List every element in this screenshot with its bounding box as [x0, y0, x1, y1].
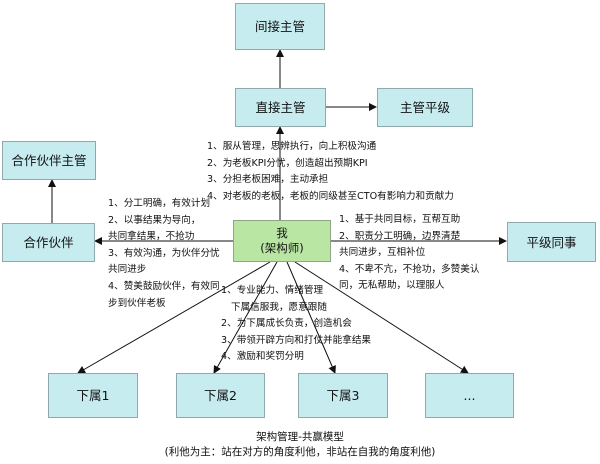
- note-partner: 1、分工明确，有效计划 2、以事结果为导向， 共同拿结果，不抢功 3、有效沟通，…: [108, 196, 220, 312]
- note-line: 3、有效沟通，为伙伴分忧: [108, 247, 220, 259]
- note-line: 4、不卑不亢，不抢功，多赞美认: [339, 263, 480, 275]
- note-line: 共同进步: [108, 264, 147, 276]
- node-direct-manager: 直接主管: [235, 88, 326, 127]
- note-line: 1、基于共同目标，互帮互助: [339, 214, 461, 225]
- node-sub1: 下属1: [48, 373, 138, 418]
- note-upward: 1、服从管理，思辨执行，向上积极沟通 2、为老板KPI分忧，创造超出预期KPI …: [207, 139, 454, 205]
- node-manager-peer: 主管平级: [377, 88, 473, 127]
- node-sub2: 下属2: [176, 373, 265, 418]
- note-line: 下属信服我，愿意跟随: [231, 301, 327, 313]
- note-line: 同，无私帮助，以理服人: [339, 280, 445, 292]
- note-peer: 1、基于共同目标，互帮互助 2、职责分工明确，边界清楚 共同进步，互相补位 4、…: [339, 212, 479, 295]
- note-line: 2、为下属成长负责，创造机会: [221, 318, 352, 330]
- diagram-subtitle: (利他为主：站在对方的角度利他，非站在自我的角度利他): [164, 446, 436, 458]
- note-line: 2、职责分工明确，边界清楚: [339, 230, 461, 242]
- arrow-me-to-sub1: [77, 261, 271, 374]
- note-line: 3、分担老板困难，主动承担: [207, 174, 329, 186]
- note-line: 1、分工明确，有效计划: [108, 198, 211, 209]
- note-line: 4、赞美鼓励伙伴，有效同: [108, 280, 220, 292]
- node-me-label: 我: [276, 226, 288, 240]
- diagram-title: 架构管理-共赢模型: [256, 431, 344, 443]
- note-line: 共同拿结果，不抢功: [108, 231, 195, 243]
- note-line: 2、为老板KPI分忧，创造超出预期KPI: [207, 157, 368, 169]
- node-sub3: 下属3: [298, 373, 388, 418]
- arrow-me-to-sub3: [286, 261, 336, 374]
- note-line: 共同进步，互相补位: [339, 247, 426, 259]
- note-line: 步到伙伴老板: [108, 297, 166, 309]
- node-partner-manager: 合作伙伴主管: [2, 141, 96, 180]
- node-me-role: (架构师): [260, 241, 304, 255]
- note-line: 2、以事结果为导向，: [108, 214, 201, 226]
- note-line: 4、激励和奖罚分明: [221, 351, 304, 363]
- node-indirect-manager: 间接主管: [235, 3, 325, 50]
- node-peer: 平级同事: [507, 222, 596, 262]
- node-partner: 合作伙伴: [2, 223, 95, 262]
- note-downward: 1、专业能力、情绪管理 下属信服我，愿意跟随 2、为下属成长负责，创造机会 3、…: [221, 283, 371, 366]
- note-line: 3、带领开辟方向和打仗并能拿结果: [221, 334, 372, 346]
- node-more: ...: [425, 373, 514, 418]
- arrow-me-to-more: [294, 261, 469, 374]
- node-me: 我 (架构师): [233, 220, 331, 262]
- note-line: 1、专业能力、情绪管理: [221, 285, 324, 296]
- note-line: 1、服从管理，思辨执行，向上积极沟通: [207, 141, 377, 152]
- arrow-me-to-sub2: [213, 261, 278, 374]
- note-line: 4、对老板的老板，老板的同级甚至CTO有影响力和贡献力: [207, 190, 454, 202]
